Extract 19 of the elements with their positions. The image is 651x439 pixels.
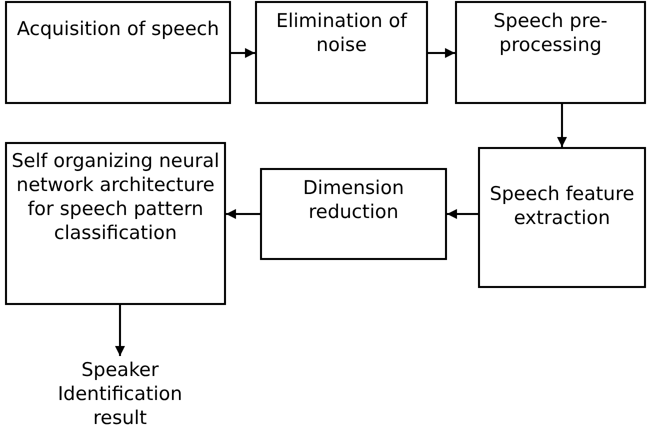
process-box	[260, 168, 447, 260]
process-box	[478, 147, 646, 288]
arrow	[447, 209, 478, 219]
arrow	[226, 209, 260, 219]
result-label: Speaker Identification result	[30, 358, 210, 436]
box-label: Elimination of noise	[275, 9, 408, 57]
arrow	[557, 104, 567, 147]
arrow	[231, 48, 255, 58]
process-box	[5, 142, 226, 305]
box-label: Dimension reduction	[302, 176, 405, 224]
box-label: Speech pre-processing	[492, 9, 609, 57]
process-box	[255, 1, 428, 104]
arrow	[115, 305, 125, 356]
process-box	[5, 1, 231, 104]
box-label: Self organizing neural network architecture for speech pattern classification	[10, 149, 220, 245]
arrow	[428, 48, 455, 58]
process-box	[455, 1, 646, 104]
box-label: Speech feature extraction	[488, 182, 636, 230]
box-label: Acquisition of speech	[16, 17, 220, 41]
